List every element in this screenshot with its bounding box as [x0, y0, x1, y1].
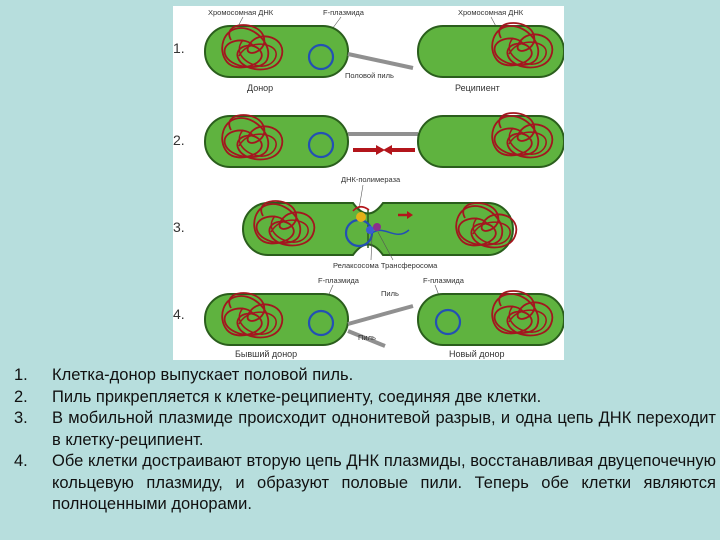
- pilus-upper: [347, 304, 414, 326]
- pilus-lower: [347, 329, 386, 348]
- step-item-number: 4.: [14, 452, 28, 470]
- conjugation-diagram: 1. 2. 3. 4. Хромосомная ДНК F-плазмида Х…: [173, 6, 564, 360]
- steps-list: 1. Клетка-донор выпускает половой пиль. …: [14, 365, 716, 516]
- label-f-plasmid: F-плазмида: [323, 8, 365, 17]
- label-chromosomal-dna-left: Хромосомная ДНК: [208, 8, 274, 17]
- donor-cell: [204, 24, 349, 78]
- donor-cell-step2: [204, 114, 349, 168]
- label-f-plasmid-left: F-плазмида: [318, 276, 360, 285]
- f-plasmid-icon: [307, 309, 335, 337]
- step-item-3: 3. В мобильной плазмиде происходит однон…: [14, 408, 716, 451]
- sex-pilus: [347, 52, 414, 70]
- step-item-text: Пиль прикрепляется к клетке-реципиенту, …: [52, 387, 542, 406]
- label-chromosomal-dna-right: Хромосомная ДНК: [458, 8, 524, 17]
- dna-polymerase-icon: [356, 212, 366, 222]
- label-donor: Донор: [247, 83, 273, 93]
- label-pilus-upper: Пиль: [381, 289, 399, 298]
- step-item-number: 1.: [14, 366, 28, 384]
- step-item-2: 2. Пиль прикрепляется к клетке-реципиент…: [14, 387, 716, 409]
- former-donor-cell: [204, 292, 349, 346]
- f-plasmid-icon: [307, 43, 335, 71]
- label-dna-polymerase: ДНК-полимераза: [341, 175, 401, 184]
- step-item-4: 4. Обе клетки достраивают вторую цепь ДН…: [14, 451, 716, 516]
- f-plasmid-icon: [434, 308, 462, 336]
- step-number-2: 2.: [173, 132, 185, 148]
- recipient-cell: [417, 22, 564, 78]
- label-pilus-lower: Пиль: [358, 333, 376, 342]
- label-former-donor: Бывший донор: [235, 349, 297, 359]
- label-new-donor: Новый донор: [449, 349, 505, 359]
- new-donor-cell: [417, 290, 564, 346]
- step-item-text: Клетка-донор выпускает половой пиль.: [52, 366, 354, 384]
- step-number-4: 4.: [173, 306, 185, 322]
- label-recipient: Реципиент: [455, 83, 500, 93]
- f-plasmid-icon: [307, 131, 335, 159]
- label-relaxosome-transferosome: Релаксосома Трансферосома: [333, 261, 438, 270]
- transferosome-icon: [373, 223, 381, 231]
- step-item-1: 1. Клетка-донор выпускает половой пиль.: [14, 365, 716, 387]
- step-number-3: 3.: [173, 219, 185, 235]
- recipient-cell-step2: [417, 112, 564, 168]
- step-item-text: Обе клетки достраивают вторую цепь ДНК п…: [52, 452, 716, 513]
- step-item-number: 3.: [14, 409, 28, 427]
- label-f-plasmid-right: F-плазмида: [423, 276, 465, 285]
- step-number-1: 1.: [173, 40, 185, 56]
- step-item-number: 2.: [14, 387, 28, 406]
- relaxosome-icon: [366, 226, 374, 234]
- label-sex-pilus: Половой пиль: [345, 71, 394, 80]
- conjugating-cells: [242, 200, 518, 256]
- step-item-text: В мобильной плазмиде происходит одноните…: [52, 409, 716, 449]
